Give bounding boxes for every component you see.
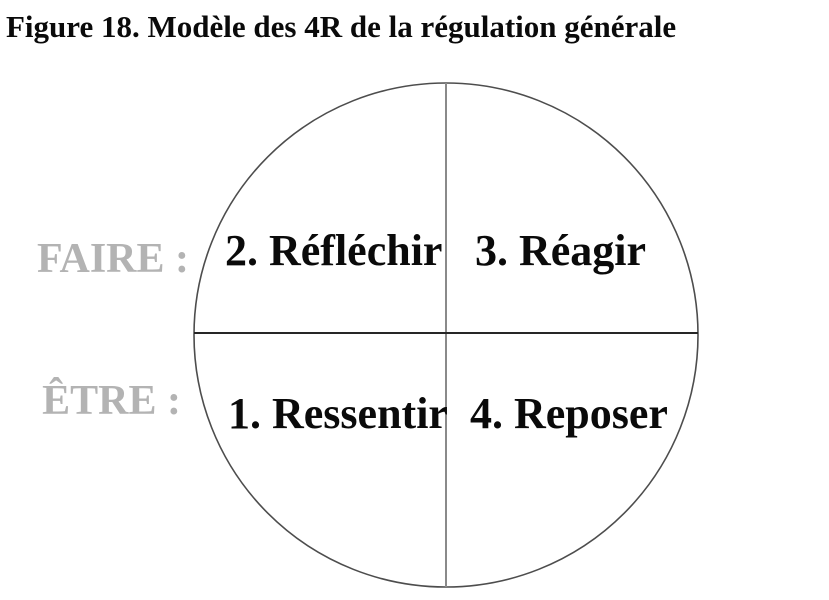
quadrant-label-reposer: 4. Reposer xyxy=(470,389,668,438)
quadrant-label-reflechir: 2. Réfléchir xyxy=(225,226,443,275)
side-label-faire: FAIRE : xyxy=(36,236,189,282)
quadrant-label-reagir: 3. Réagir xyxy=(475,226,647,275)
quadrant-label-ressentir: 1. Ressentir xyxy=(228,389,448,438)
figure-caption: Figure 18. Modèle des 4R de la régulatio… xyxy=(6,9,677,44)
side-label-etre: ÊTRE : xyxy=(42,378,181,424)
